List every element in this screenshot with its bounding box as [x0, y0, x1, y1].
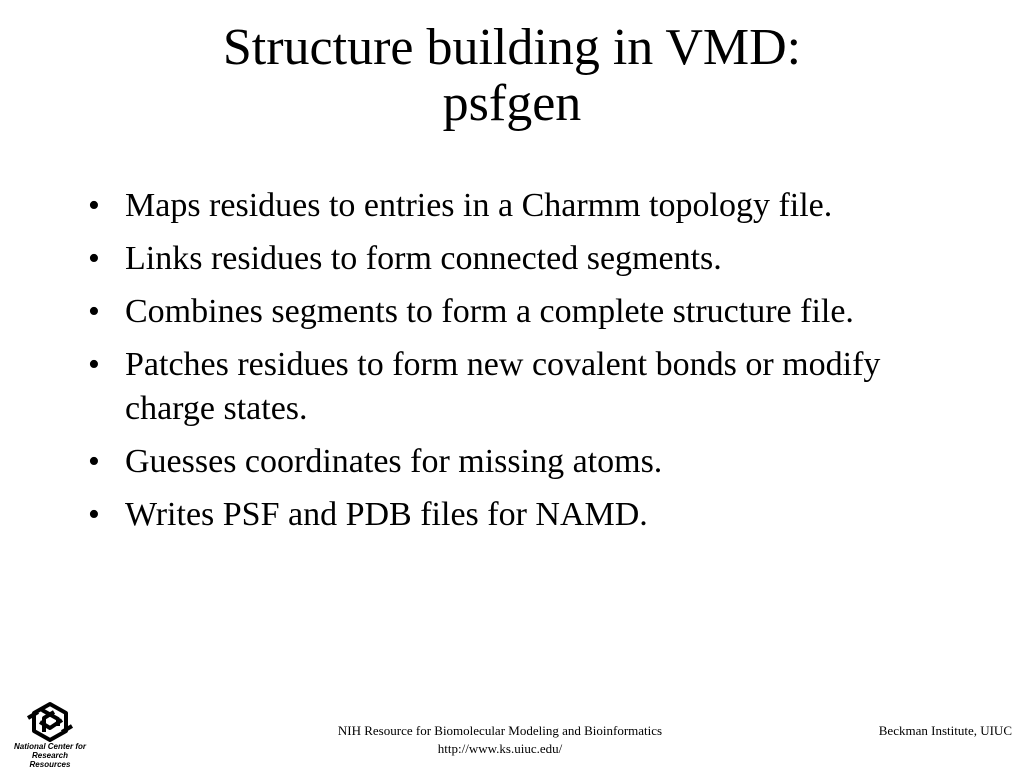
ncrr-logo: National Center for Research Resources [14, 700, 86, 769]
bullet-text: Guesses coordinates for missing atoms. [125, 443, 663, 480]
bullet-text: Links residues to form connected segment… [125, 240, 722, 277]
bullet-list: • Maps residues to entries in a Charmm t… [88, 184, 948, 546]
bullet-text: Writes PSF and PDB files for NAMD. [125, 496, 648, 533]
slide-title-line-2: psfgen [442, 75, 582, 132]
slide-title-line-1: Structure building in VMD: [222, 19, 802, 76]
bullet-dot: • [88, 346, 100, 383]
ncrr-logo-icon [26, 702, 74, 742]
bullet-item: • Maps residues to entries in a Charmm t… [88, 184, 948, 228]
bullet-dot: • [88, 293, 100, 330]
bullet-item: • Combines segments to form a complete s… [88, 290, 948, 334]
bullet-item: • Links residues to form connected segme… [88, 237, 948, 281]
bullet-item: • Patches residues to form new covalent … [88, 343, 948, 431]
bullet-dot: • [88, 496, 100, 533]
bullet-item: • Guesses coordinates for missing atoms. [88, 440, 948, 484]
logo-caption: National Center for Research Resources [14, 742, 87, 769]
bullet-dot: • [88, 240, 100, 277]
bullet-dot: • [88, 443, 100, 480]
bullet-text: Combines segments to form a complete str… [125, 293, 854, 330]
bullet-text: Maps residues to entries in a Charmm top… [125, 187, 833, 224]
bullet-item: • Writes PSF and PDB files for NAMD. [88, 493, 948, 537]
footer-url: http://www.ks.uiuc.edu/ [437, 741, 563, 756]
bullet-text: Patches residues to form new covalent bo… [125, 346, 881, 427]
footer-resource-name: NIH Resource for Biomolecular Modeling a… [337, 723, 663, 738]
bullet-dot: • [88, 187, 100, 224]
footer-center: NIH Resource for Biomolecular Modeling a… [250, 722, 750, 758]
slide-title: Structure building in VMD: psfgen [0, 20, 1024, 132]
footer-institute: Beckman Institute, UIUC [878, 723, 1012, 738]
